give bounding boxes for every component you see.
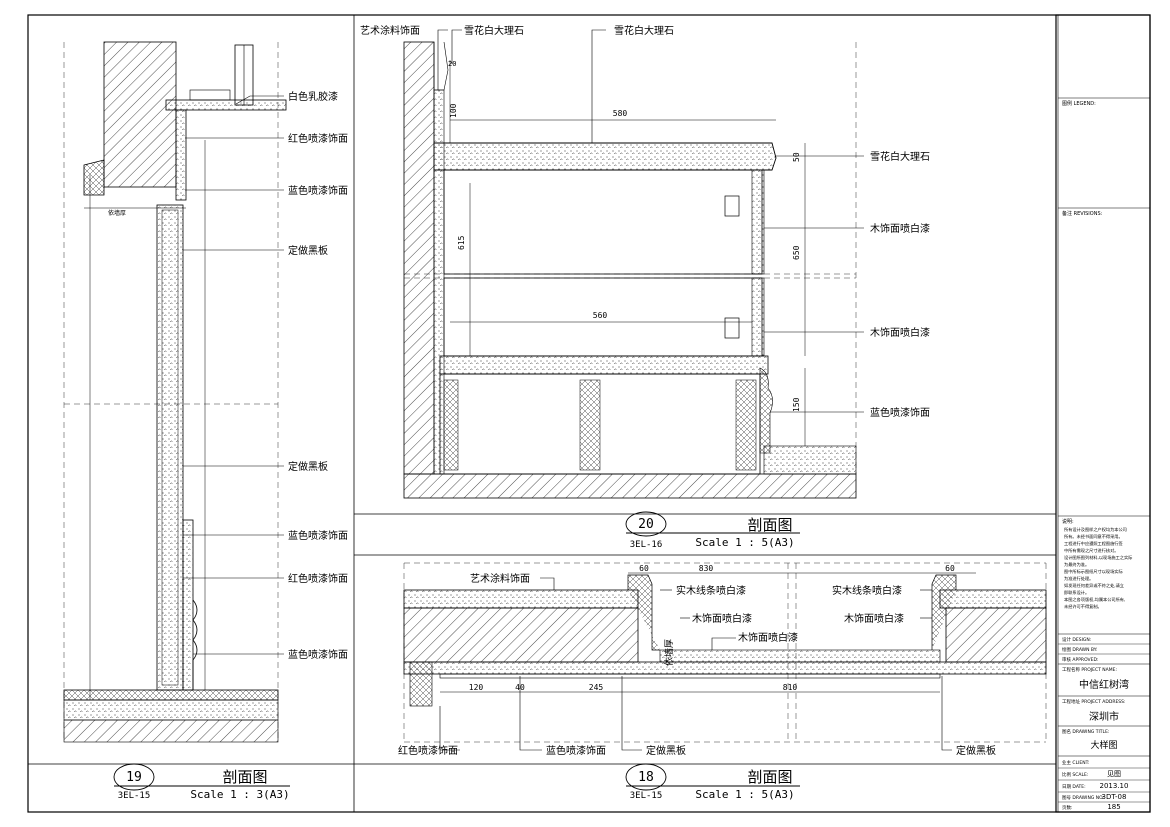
label-18-blue: 蓝色喷漆饰面 [546, 744, 606, 757]
note-19: 依墙厚 [108, 209, 126, 217]
drawing-number-19: 19 [126, 770, 142, 785]
label-19-1: 红色喷漆饰面 [288, 132, 348, 145]
label-19-0: 白色乳胶漆 [288, 90, 338, 103]
tb-no-label: 图号 DRAWING NO: [1062, 795, 1104, 801]
tb-date: 2013.10 [1100, 782, 1129, 790]
dim-580: 580 [613, 109, 628, 118]
tb-page-label: 页数: [1062, 804, 1073, 811]
tb-scale-label: 比例 SCALE: [1062, 771, 1088, 778]
dim-810: 810 [783, 683, 798, 692]
tb-note-line: 未经许可不得复制。 [1064, 603, 1102, 610]
tb-note-line: 为准进行处理。 [1064, 575, 1093, 582]
dim-245: 245 [589, 683, 604, 692]
drawing-scale-18: Scale 1 : 5(A3) [695, 788, 794, 801]
label-20-right-1: 木饰面喷白漆 [870, 222, 930, 235]
title-block-border [1055, 14, 1151, 813]
section-18: 60 830 60 120 40 245 810 艺术涂料饰面 实木线条喷白漆 … [398, 562, 1047, 801]
label-20-top-1: 雪花白大理石 [464, 24, 524, 37]
tb-drawn: 绘图 DRAWN BY: [1062, 646, 1097, 653]
label-18-wall-thk: 依墙厚 [663, 639, 675, 666]
label-19-2: 蓝色喷漆饰面 [288, 184, 348, 197]
dim-560: 560 [593, 311, 608, 320]
drawing-number-18: 18 [638, 770, 654, 785]
tb-address: 深圳市 [1089, 710, 1119, 723]
label-20-top-2: 雪花白大理石 [614, 24, 674, 37]
tb-page: 185 [1107, 803, 1120, 811]
label-19-6: 红色喷漆饰面 [288, 572, 348, 585]
tb-notes: 所有设计及图样之产权均为本公司 所有。未经书面同意不得采用。 工程进行中应遵照工… [1064, 526, 1132, 610]
tb-legend: 图例 LEGEND: [1062, 100, 1096, 107]
label-19-3: 定做黑板 [288, 244, 328, 257]
label-18-solid-wood-left: 实木线条喷白漆 [676, 584, 746, 597]
tb-note-line: 设计图所图列材料,以现场施工之实际 [1064, 554, 1132, 561]
tb-note-line: 即联系设计。 [1064, 589, 1089, 596]
drawing-scale-20: Scale 1 : 5(A3) [695, 536, 794, 549]
label-20-top-0: 艺术涂料饰面 [360, 24, 420, 37]
label-20-right-2: 木饰面喷白漆 [870, 326, 930, 339]
tb-design: 设计 DESIGN: [1062, 636, 1091, 643]
dim-60a: 60 [639, 564, 649, 573]
label-18-solid-wood-right: 实木线条喷白漆 [832, 584, 902, 597]
section-19: 白色乳胶漆 红色喷漆饰面 蓝色喷漆饰面 定做黑板 定做黑板 蓝色喷漆饰面 红色喷… [63, 41, 348, 801]
tb-note-line: 如发现任何差异或不符之处,请立 [1064, 582, 1124, 589]
dim-150: 150 [792, 397, 801, 412]
drawing-title-20: 剖面图 [747, 516, 792, 534]
dim-615: 615 [457, 235, 466, 250]
drawing-number-20: 20 [638, 517, 654, 532]
tb-checked: 审核 APPROVED: [1062, 656, 1098, 663]
ref-bubble-20 [625, 511, 667, 537]
drawing-ref-20: 3EL-16 [630, 540, 663, 550]
label-18-art-paint: 艺术涂料饰面 [470, 572, 530, 585]
drawing-scale-19: Scale 1 : 3(A3) [190, 788, 289, 801]
tb-note-line: 所有设计及图样之产权均为本公司 [1064, 526, 1127, 533]
dim-100: 100 [449, 103, 458, 118]
dim-650: 650 [792, 245, 801, 260]
tb-client-label: 业主 CLIENT: [1062, 759, 1089, 766]
label-18-wood-right: 木饰面喷白漆 [844, 612, 904, 625]
label-19-5: 蓝色喷漆饰面 [288, 529, 348, 542]
title-block: 图例 LEGEND: 备注 REVISIONS: 说明: 所有设计及图样之产权均… [1058, 97, 1150, 811]
tb-scale: 见图 [1107, 770, 1121, 778]
dim-60b: 60 [945, 564, 955, 573]
tb-note-line: 所有。未经书面同意不得采用。 [1064, 533, 1123, 540]
tb-drawing-title: 大样图 [1090, 739, 1117, 751]
label-19-4: 定做黑板 [288, 460, 328, 473]
dim-50: 50 [792, 152, 801, 162]
tb-drawing-title-label: 图名 DRAWING TITLE: [1062, 728, 1109, 735]
tb-date-label: 日期 DATE: [1062, 784, 1086, 790]
tb-note-line: 图中所标示图纸尺寸以现场实际 [1064, 568, 1123, 575]
label-18-board-right: 定做黑板 [956, 744, 996, 757]
tb-address-label: 工程地址 PROJECT ADDRESS: [1062, 698, 1126, 705]
label-19-7: 蓝色喷漆饰面 [288, 648, 348, 661]
label-18-board-left: 定做黑板 [646, 744, 686, 757]
tb-note-line: 本图之各项版权,均属本公司所有, [1064, 596, 1125, 603]
label-20-right-3: 蓝色喷漆饰面 [870, 406, 930, 419]
tb-no: 3DT-08 [1102, 793, 1127, 801]
drawing-title-19: 剖面图 [222, 768, 267, 786]
label-20-right-0: 雪花白大理石 [870, 150, 930, 163]
tb-note-line: 工程进行中应遵照工程图施行签 [1064, 540, 1123, 547]
drawing-ref-19: 3EL-15 [118, 791, 151, 801]
label-18-wood-left: 木饰面喷白漆 [692, 612, 752, 625]
label-18-wood-mid: 木饰面喷白漆 [738, 631, 798, 644]
ref-bubble-19 [113, 763, 155, 791]
tb-project: 中信红树湾 [1079, 678, 1129, 691]
ref-bubble-18 [625, 763, 667, 791]
dim-830: 830 [699, 564, 714, 573]
drawing-ref-18: 3EL-15 [630, 791, 663, 801]
tb-note-line: 中所有需现之尺寸进行核对。 [1064, 547, 1118, 554]
label-18-red: 红色喷漆饰面 [398, 744, 458, 757]
drawing-title-18: 剖面图 [747, 768, 792, 786]
dim-120: 120 [469, 683, 484, 692]
tb-project-label: 工程名称 PROJECT NAME: [1062, 666, 1117, 673]
tb-notes-head: 说明: [1062, 518, 1074, 525]
tb-revisions: 备注 REVISIONS: [1062, 210, 1103, 217]
tb-note-line: 为最终为准。 [1064, 561, 1089, 568]
section-20: 580 560 615 650 50 150 100 20 艺术涂料饰面 雪花白… [360, 24, 930, 550]
